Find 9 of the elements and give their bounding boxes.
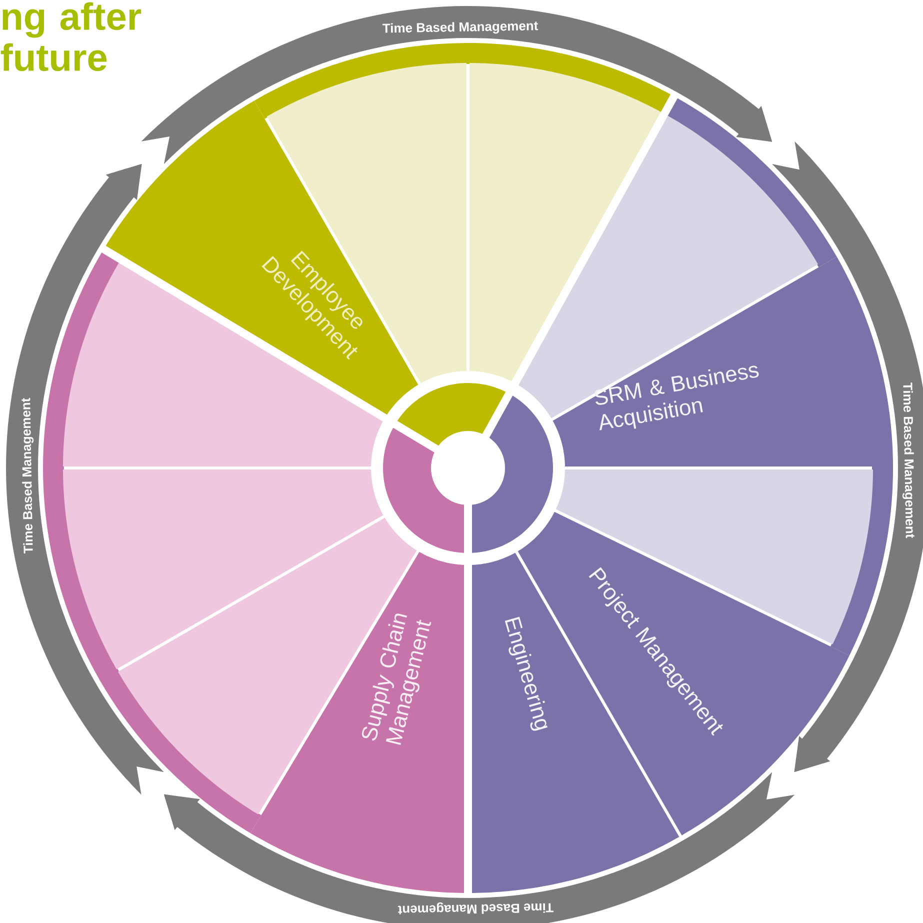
- arrow-band: Time Based Management: [164, 772, 795, 923]
- segment: [43, 252, 383, 470]
- segment: SRM & Business Acquisition: [552, 256, 894, 466]
- arrow-band: Time Based Management: [141, 6, 772, 164]
- arrow-band: Time Based Management: [6, 164, 164, 795]
- segment: [254, 43, 470, 384]
- segment: [466, 43, 671, 382]
- title: ng after future: [0, 2, 142, 72]
- arrow-band: Time Based Management: [772, 141, 923, 772]
